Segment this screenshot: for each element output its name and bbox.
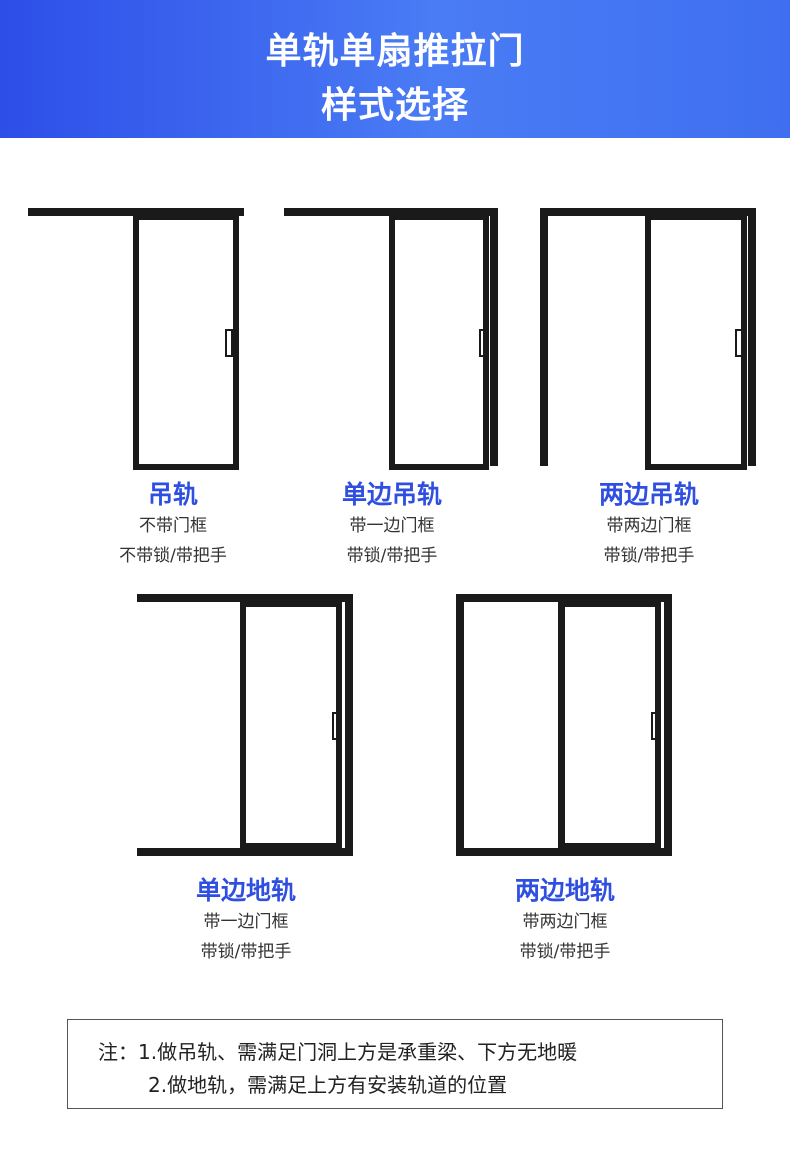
option-desc-frame: 带一边门框	[203, 912, 289, 932]
double-side-hanging-door-illustration	[540, 208, 756, 470]
option-single-side-floor-rail[interactable]: 单边地轨 带一边门框 带锁/带把手	[137, 591, 355, 971]
option-name: 吊轨	[147, 480, 198, 509]
option-desc-frame: 带一边门框	[349, 516, 435, 536]
option-name: 单边吊轨	[341, 480, 442, 509]
note-line-1: 注：1.做吊轨、需满足门洞上方是承重梁、下方无地暖	[98, 1040, 578, 1064]
page-subtitle: 样式选择	[320, 85, 469, 126]
option-hanging-rail[interactable]: 吊轨 不带门框 不带锁/带把手	[28, 205, 246, 575]
option-double-side-hanging-rail[interactable]: 两边吊轨 带两边门框 带锁/带把手	[540, 205, 758, 575]
installation-note-box: 注：1.做吊轨、需满足门洞上方是承重梁、下方无地暖 2.做地轨，需满足上方有安装…	[67, 1019, 723, 1109]
option-desc-lock: 带锁/带把手	[519, 942, 611, 962]
page-title: 单轨单扇推拉门	[265, 31, 525, 72]
option-name: 两边吊轨	[598, 480, 699, 509]
header-banner: 单轨单扇推拉门 样式选择	[0, 0, 790, 138]
caption: 单边地轨 带一边门框 带锁/带把手	[131, 875, 361, 967]
option-desc-lock: 不带锁/带把手	[119, 546, 227, 566]
option-desc-lock: 带锁/带把手	[200, 942, 292, 962]
hanging-rail-door-illustration	[28, 208, 244, 470]
double-side-floor-door-illustration	[456, 594, 672, 856]
single-side-hanging-door-illustration	[284, 208, 498, 470]
option-desc-frame: 带两边门框	[522, 912, 608, 932]
option-desc-lock: 带锁/带把手	[346, 546, 438, 566]
option-single-side-hanging-rail[interactable]: 单边吊轨 带一边门框 带锁/带把手	[284, 205, 500, 575]
option-double-side-floor-rail[interactable]: 两边地轨 带两边门框 带锁/带把手	[456, 591, 674, 971]
caption: 两边吊轨 带两边门框 带锁/带把手	[535, 479, 763, 571]
caption: 两边地轨 带两边门框 带锁/带把手	[450, 875, 680, 967]
caption: 吊轨 不带门框 不带锁/带把手	[28, 479, 318, 571]
option-desc-lock: 带锁/带把手	[603, 546, 695, 566]
option-name: 两边地轨	[514, 876, 615, 905]
option-desc-frame: 不带门框	[139, 516, 207, 536]
note-line-2: 2.做地轨，需满足上方有安装轨道的位置	[148, 1073, 508, 1097]
option-desc-frame: 带两边门框	[606, 516, 692, 536]
option-name: 单边地轨	[195, 876, 296, 905]
caption: 单边吊轨 带一边门框 带锁/带把手	[279, 479, 505, 571]
single-side-floor-door-illustration	[137, 594, 353, 856]
